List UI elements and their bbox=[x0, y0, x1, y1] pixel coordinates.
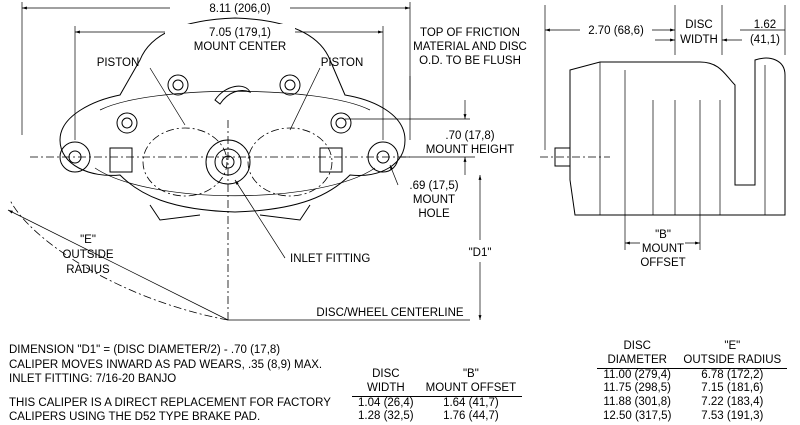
mount-height-dim: .70 (17,8) bbox=[445, 130, 494, 142]
overall-width-dim: 8.11 (206,0) bbox=[209, 3, 270, 15]
cell: 6.78 (172,2) bbox=[701, 368, 764, 381]
disc-width-label-1: DISC bbox=[685, 19, 712, 31]
cell: 7.15 (181,6) bbox=[701, 382, 764, 395]
table-row: 1.28 (32,5) 1.76 (44,7) bbox=[352, 410, 522, 424]
mount-height-label: MOUNT HEIGHT bbox=[426, 144, 515, 156]
table-row: 11.00 (279,4) 6.78 (172,2) bbox=[597, 368, 787, 382]
note-inlet: INLET FITTING: 7/16-20 BANJO bbox=[9, 373, 177, 385]
mount-offset-b: "B" bbox=[655, 229, 671, 241]
header-mount-offset: MOUNT OFFSET bbox=[419, 381, 523, 397]
mount-center-label: MOUNT CENTER bbox=[194, 41, 286, 53]
outside-radius-e: "E" bbox=[80, 234, 96, 246]
cell: 7.22 (183,4) bbox=[701, 396, 764, 409]
table-row: 12.50 (317,5) 7.53 (191,3) bbox=[597, 410, 787, 424]
outside-radius-label-2: RADIUS bbox=[66, 264, 110, 276]
header-outside-radius: OUTSIDE RADIUS bbox=[677, 353, 788, 369]
mount-center-dim: 7.05 (179,1) bbox=[209, 27, 271, 39]
d1-label: "D1" bbox=[469, 247, 492, 259]
note-d1: DIMENSION "D1" = (DISC DIAMETER/2) - .70… bbox=[9, 344, 281, 356]
table-row: 11.88 (301,8) 7.22 (183,4) bbox=[597, 396, 787, 410]
cell: 1.76 (44,7) bbox=[443, 410, 499, 423]
caliper-side-view bbox=[540, 5, 786, 268]
cell: 7.53 (191,3) bbox=[701, 409, 764, 422]
piston-left-label: PISTON bbox=[97, 57, 140, 69]
cell: 1.28 (32,5) bbox=[358, 410, 414, 423]
note-replacement-2: CALIPERS USING THE D52 TYPE BRAKE PAD. bbox=[9, 411, 261, 423]
cell: 1.04 (26,4) bbox=[358, 396, 414, 409]
header-width: WIDTH bbox=[352, 381, 420, 397]
table-row: 11.75 (298,5) 7.15 (181,6) bbox=[597, 382, 787, 396]
depth-dim: 2.70 (68,6) bbox=[588, 25, 644, 37]
mount-hole-label-1: MOUNT bbox=[413, 194, 455, 206]
cell: 12.50 (317,5) bbox=[603, 409, 672, 422]
note-pad-wear: CALIPER MOVES INWARD AS PAD WEARS, .35 (… bbox=[9, 358, 323, 371]
mount-offset-label-2: OFFSET bbox=[640, 257, 685, 269]
mount-offset-label-1: MOUNT bbox=[642, 243, 684, 255]
outside-radius-label-1: OUTSIDE bbox=[62, 249, 113, 261]
offset-dim-2: (41,1) bbox=[750, 34, 780, 46]
cell: 1.64 (41,7) bbox=[443, 396, 499, 409]
header-disc: DISC bbox=[372, 368, 400, 380]
cell: 11.00 (279,4) bbox=[603, 368, 671, 381]
flush-note-3: O.D. TO BE FLUSH bbox=[419, 55, 521, 67]
cell: 11.88 (301,8) bbox=[603, 396, 671, 409]
header-disc: DISC bbox=[623, 340, 651, 352]
mount-hole-dim: .69 (17,5) bbox=[409, 180, 458, 192]
inlet-fitting-label: INLET FITTING bbox=[290, 253, 370, 265]
note-replacement-1: THIS CALIPER IS A DIRECT REPLACEMENT FOR… bbox=[9, 396, 331, 409]
centerline-label: DISC/WHEEL CENTERLINE bbox=[316, 307, 464, 319]
mount-hole-label-2: HOLE bbox=[418, 208, 450, 220]
header-e: "E" bbox=[724, 340, 741, 352]
cell: 11.75 (298,5) bbox=[603, 382, 671, 395]
flush-note-1: TOP OF FRICTION bbox=[420, 27, 520, 39]
disc-width-label-2: WIDTH bbox=[680, 34, 718, 46]
notes: DIMENSION "D1" = (DISC DIAMETER/2) - .70… bbox=[9, 343, 331, 425]
table-row: 1.04 (26,4) 1.64 (41,7) bbox=[352, 396, 522, 410]
offset-dim-1: 1.62 bbox=[754, 19, 776, 31]
header-b: "B" bbox=[462, 368, 479, 380]
flush-note-2: MATERIAL AND DISC bbox=[413, 41, 527, 53]
header-diameter: DIAMETER bbox=[597, 353, 678, 369]
piston-right-label: PISTON bbox=[321, 57, 364, 69]
